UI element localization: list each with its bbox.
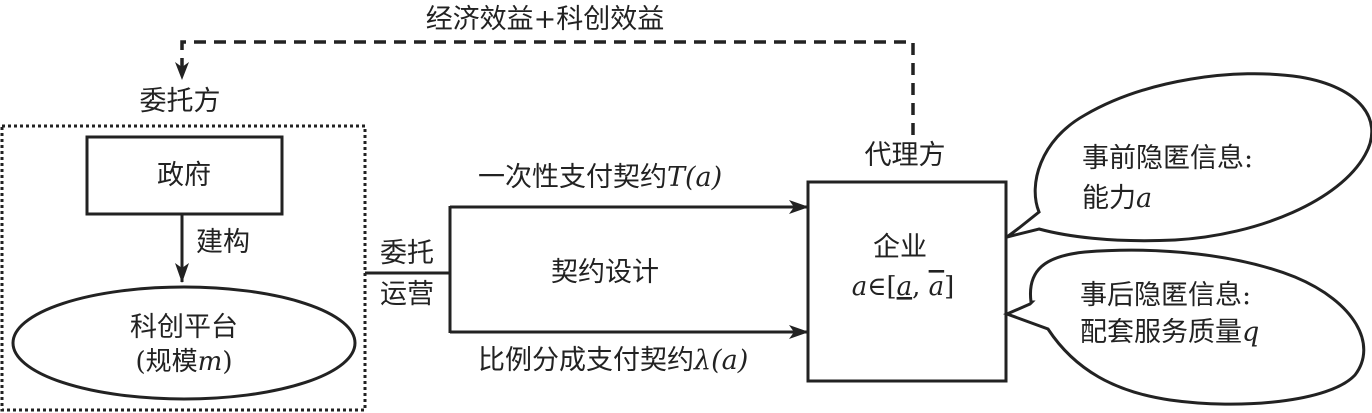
delegation-label-2: 运营 — [380, 279, 434, 310]
platform-ellipse — [11, 285, 357, 401]
agent-label: 代理方 — [865, 140, 946, 171]
ex-ante-line1: 事前隐匿信息: — [1082, 143, 1253, 174]
ex-ante-line2: 能力a — [1082, 183, 1152, 214]
feedback-arrowhead-icon — [175, 62, 189, 80]
feedback-loop: 经济效益+科创效益 — [175, 4, 915, 135]
feedback-label: 经济效益+科创效益 — [426, 4, 665, 35]
construct-label: 建构 — [196, 227, 250, 258]
delegation-label-1: 委托 — [380, 238, 434, 269]
ability-range-label: a∈[a, a] — [852, 272, 955, 302]
government-label: 政府 — [157, 160, 211, 191]
ex-post-bubble-outline — [1002, 248, 1366, 406]
enterprise-box — [806, 180, 1008, 383]
lump-sum-contract-label: 一次性支付契约T(a) — [478, 162, 722, 193]
government-box — [85, 135, 284, 216]
enterprise-label: 企业 — [873, 232, 927, 263]
ex-post-line1: 事后隐匿信息: — [1080, 280, 1251, 311]
ex-post-line2: 配套服务质量q — [1080, 317, 1259, 348]
principal-label: 委托方 — [140, 86, 221, 117]
platform-scale-label: (规模m) — [136, 347, 233, 377]
principal-group-border — [0, 124, 367, 412]
ex-ante-bubble-outline — [1006, 72, 1372, 243]
share-contract-label: 比例分成支付契约λ(a) — [478, 345, 748, 376]
contract-design-label: 契约设计 — [551, 257, 659, 288]
platform-label: 科创平台 — [130, 312, 238, 343]
feedback-dashed-line — [180, 40, 915, 135]
